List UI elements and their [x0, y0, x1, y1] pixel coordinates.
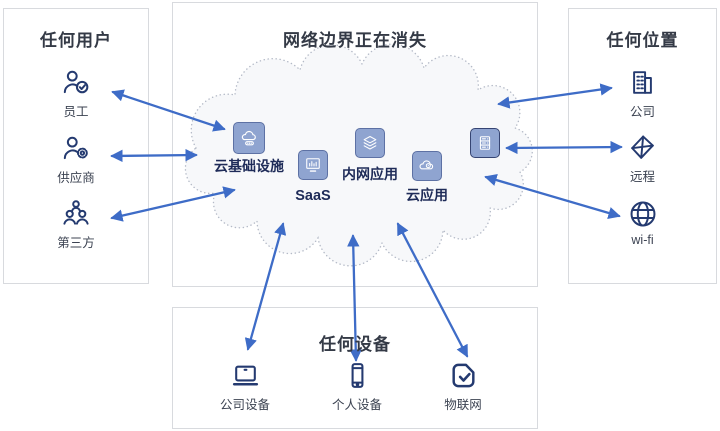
- arrow-wifi-cloud: [484, 174, 621, 219]
- any-location-title: 任何位置: [606, 31, 679, 50]
- location-item-office: 公司: [568, 67, 717, 120]
- node-label: 云应用: [406, 187, 448, 203]
- office-building-icon: [633, 71, 652, 94]
- node-label: 云基础设施: [214, 158, 284, 174]
- device-item-personal: 个人设备: [297, 360, 417, 413]
- node-cloud-infrastructure: [233, 122, 265, 154]
- user-item-third-party: 第三方: [3, 197, 149, 251]
- node-intranet-apps: [355, 128, 385, 158]
- node-server: [470, 128, 500, 158]
- iot-tag-icon: [451, 363, 475, 388]
- user-gear-icon: [63, 136, 88, 160]
- globe-icon: [630, 201, 655, 227]
- node-saas: [298, 150, 328, 180]
- remote-wireframe-icon: [631, 135, 654, 159]
- location-item-remote: 远程: [568, 132, 717, 185]
- connection-arrows: [110, 83, 623, 362]
- device-item-company: 公司设备: [185, 360, 305, 413]
- cloud-gear-icon: [419, 160, 434, 170]
- user-check-icon: [63, 70, 89, 94]
- location-item-label: 公司: [629, 105, 655, 119]
- arrow-supplier-cloud: [110, 148, 198, 163]
- arrow-employee-cloud: [111, 89, 226, 132]
- arrow-iot-cloud: [396, 222, 469, 358]
- arrow-thirdparty-cloud: [110, 186, 236, 222]
- smartphone-icon: [351, 363, 363, 388]
- arrow-companydevice-cloud: [244, 222, 287, 351]
- location-item-label: 远程: [629, 170, 655, 184]
- any-device-title: 任何设备: [319, 335, 391, 354]
- device-item-iot: 物联网: [403, 360, 523, 413]
- user-item-label: 第三方: [57, 236, 95, 250]
- node-cloud-apps: [412, 151, 442, 181]
- cloud-infrastructure-icon: [241, 130, 256, 145]
- arrow-remote-cloud: [505, 140, 623, 155]
- server-rack-icon: [479, 136, 491, 150]
- user-item-label: 员工: [63, 105, 89, 119]
- location-item-label: wi-fi: [631, 233, 654, 247]
- user-group-icon: [63, 200, 89, 225]
- laptop-icon: [232, 365, 258, 386]
- device-item-label: 物联网: [444, 398, 482, 412]
- node-label: SaaS: [295, 188, 331, 204]
- location-item-wifi: wi-fi: [568, 198, 717, 247]
- user-item-label: 供应商: [57, 171, 95, 185]
- node-label: 内网应用: [342, 166, 398, 182]
- arrow-personaldevice-cloud: [347, 234, 362, 362]
- arrow-office-cloud: [497, 83, 613, 109]
- device-item-label: 个人设备: [331, 398, 382, 412]
- device-item-label: 公司设备: [219, 398, 270, 412]
- user-item-employee: 员工: [3, 66, 149, 120]
- saas-monitor-icon: [306, 158, 320, 172]
- network-perimeter-title: 网络边界正在消失: [283, 31, 427, 50]
- any-user-title: 任何用户: [40, 31, 112, 50]
- user-item-supplier: 供应商: [3, 132, 149, 186]
- layers-icon: [363, 135, 377, 150]
